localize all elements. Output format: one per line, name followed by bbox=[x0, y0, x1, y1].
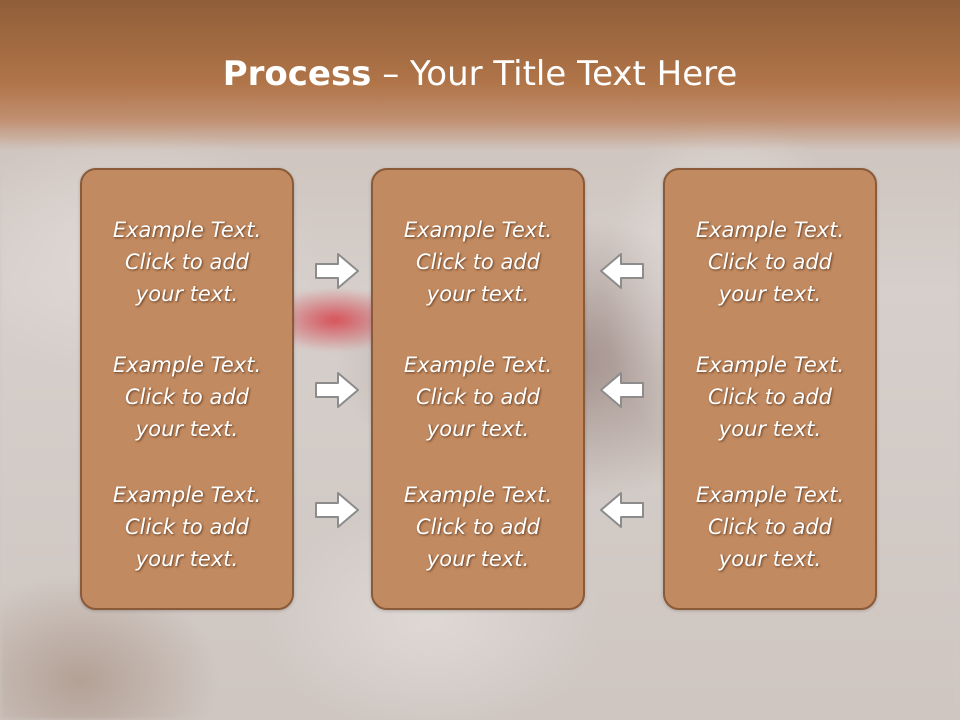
arrow-left-icon bbox=[600, 253, 644, 289]
text-placeholder[interactable]: Example Text. Click to add your text. bbox=[403, 353, 553, 441]
process-box-right[interactable]: Example Text. Click to add your text. Ex… bbox=[663, 168, 877, 610]
text-placeholder[interactable]: Example Text. Click to add your text. bbox=[112, 483, 262, 571]
text-placeholder[interactable]: Example Text. Click to add your text. bbox=[403, 483, 553, 571]
title-rest: – Your Title Text Here bbox=[371, 54, 738, 94]
process-box-left[interactable]: Example Text. Click to add your text. Ex… bbox=[80, 168, 294, 610]
text-placeholder[interactable]: Example Text. Click to add your text. bbox=[112, 218, 262, 306]
arrow-left-icon bbox=[600, 372, 644, 408]
text-placeholder[interactable]: Example Text. Click to add your text. bbox=[695, 218, 845, 306]
text-placeholder[interactable]: Example Text. Click to add your text. bbox=[695, 483, 845, 571]
text-placeholder[interactable]: Example Text. Click to add your text. bbox=[403, 218, 553, 306]
process-box-center[interactable]: Example Text. Click to add your text. Ex… bbox=[371, 168, 585, 610]
slide-title[interactable]: Process – Your Title Text Here bbox=[0, 52, 960, 96]
arrow-right-icon bbox=[315, 253, 359, 289]
title-band bbox=[0, 0, 960, 150]
arrow-right-icon bbox=[315, 372, 359, 408]
text-placeholder[interactable]: Example Text. Click to add your text. bbox=[695, 353, 845, 441]
text-placeholder[interactable]: Example Text. Click to add your text. bbox=[112, 353, 262, 441]
title-bold: Process bbox=[222, 54, 372, 94]
arrow-left-icon bbox=[600, 492, 644, 528]
arrow-right-icon bbox=[315, 492, 359, 528]
